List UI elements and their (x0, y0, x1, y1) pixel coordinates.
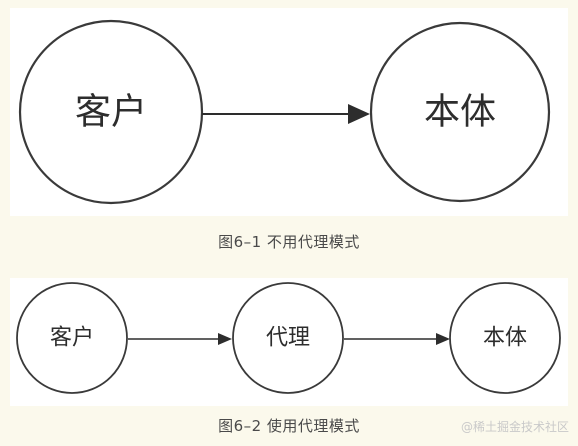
subject-node (369, 21, 551, 203)
watermark: @稀土掘金技术社区 (460, 420, 569, 434)
figure-2-caption: 图6–2 使用代理模式 (218, 417, 360, 435)
proxy-node (232, 282, 344, 394)
proxy-to-subject-arrowhead (436, 333, 450, 345)
client-label: 客户 (75, 92, 147, 133)
subject-label-2: 本体 (483, 326, 527, 351)
subject-label: 本体 (424, 92, 496, 133)
proxy-label: 代理 (266, 326, 310, 351)
client-to-proxy-arrowhead (218, 333, 232, 345)
figure-1-caption: 图6–1 不用代理模式 (218, 233, 360, 251)
figure-2-diagram: 客户 代理 本体 (16, 282, 561, 394)
client-label-2: 客户 (50, 326, 94, 351)
direct-edge-arrowhead (348, 104, 370, 124)
subject-node-2 (449, 282, 561, 394)
client-node (18, 19, 204, 205)
client-node-2 (16, 282, 128, 394)
figure-1-diagram: 客户 本体 (18, 19, 551, 205)
